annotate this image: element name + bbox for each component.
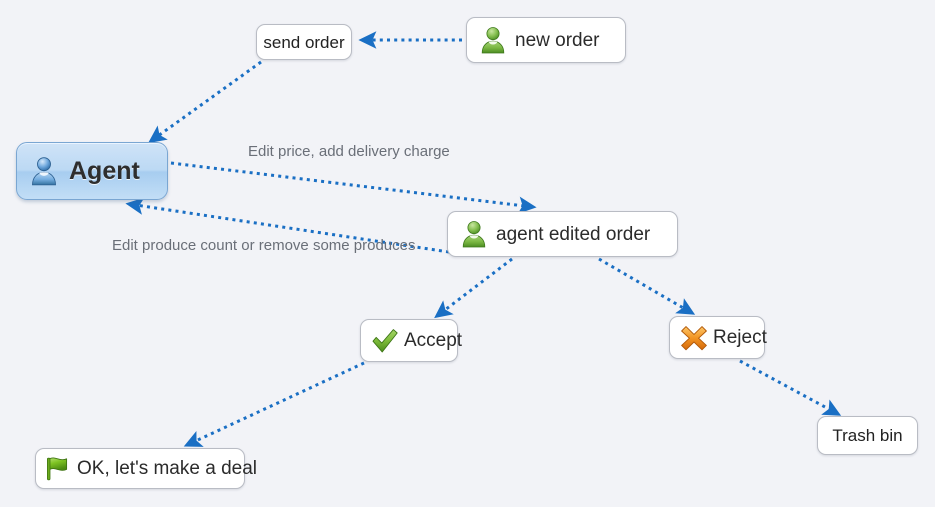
edge-agent-edited-order-to-reject xyxy=(598,257,696,315)
node-new-order-label: new order xyxy=(515,29,600,51)
node-send-order-label: send order xyxy=(263,32,345,52)
node-ok-lets-make-a-deal[interactable]: OK, let's make a deal xyxy=(35,448,257,489)
blue-person-icon xyxy=(28,155,60,187)
node-trash-bin-label: Trash bin xyxy=(832,426,903,445)
edge-label-edit-price: Edit price, add delivery charge xyxy=(248,143,450,160)
node-trash-bin[interactable]: Trash bin xyxy=(817,416,918,455)
node-agent-edited-order[interactable]: agent edited order xyxy=(447,211,678,257)
edge-label-edit-produce: Edit produce count or remove some produc… xyxy=(112,237,416,254)
green-check-icon xyxy=(370,327,400,355)
node-accept-label: Accept xyxy=(404,330,463,351)
node-agent-edited-order-label: agent edited order xyxy=(496,223,651,245)
node-ok-lets-make-a-deal-label: OK, let's make a deal xyxy=(77,458,257,479)
edge-send-order-to-agent xyxy=(148,60,262,144)
green-person-icon xyxy=(478,25,508,55)
node-new-order[interactable]: new order xyxy=(466,17,626,63)
node-accept[interactable]: Accept xyxy=(360,319,462,362)
green-person-icon xyxy=(459,219,489,249)
node-send-order[interactable]: send order xyxy=(256,24,352,60)
edge-agent-to-agent-edited-order xyxy=(170,161,537,214)
node-reject-label: Reject xyxy=(713,327,767,348)
edge-reject-to-trash-bin xyxy=(739,359,842,416)
edge-accept-to-ok-deal xyxy=(183,361,365,447)
node-reject[interactable]: Reject xyxy=(669,316,767,359)
green-flag-icon xyxy=(44,455,73,482)
orange-x-icon xyxy=(679,324,709,352)
node-agent-label: Agent xyxy=(69,156,140,185)
edge-agent-edited-order-to-accept xyxy=(434,257,513,319)
node-agent[interactable]: Agent xyxy=(16,142,168,200)
